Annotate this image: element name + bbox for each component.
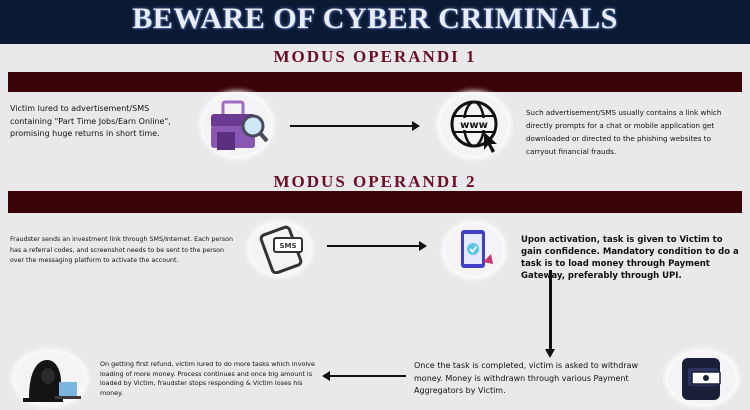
arrow-step1-to-step2 — [327, 241, 427, 251]
svg-text:SMS: SMS — [279, 242, 296, 250]
section1-left-text: Victim lured to advertisement/SMS contai… — [10, 104, 171, 138]
arrow-step2-to-step3 — [545, 270, 555, 358]
section1-right-text: Such advertisement/SMS usually contains … — [526, 108, 722, 156]
svg-text:www: www — [460, 120, 488, 131]
sms-phone-icon: SMS — [250, 224, 310, 275]
step1-text: Fraudster sends an investment link throu… — [10, 236, 233, 264]
step2-text: Upon activation, task is given to Victim… — [521, 235, 739, 281]
hooded-hacker-icon — [15, 352, 85, 404]
tablet-checkmark-icon — [445, 224, 503, 276]
page-title: BEWARE OF CYBER CRIMINALS — [132, 2, 618, 35]
section2-title: MODUS OPERANDI 2 — [273, 172, 477, 191]
arrow-section1 — [290, 121, 420, 131]
briefcase-magnifier-icon — [203, 94, 271, 156]
section2-bar — [8, 191, 742, 213]
header-banner — [0, 0, 750, 44]
step3-text: Once the task is completed, victim is as… — [414, 361, 639, 395]
mobile-money-icon — [668, 352, 736, 404]
www-globe-cursor-icon: www — [440, 94, 508, 156]
section1-bar — [8, 72, 742, 92]
step4-text: On getting first refund, victim lured to… — [100, 360, 315, 397]
section1-title: MODUS OPERANDI 1 — [273, 47, 477, 66]
arrow-step3-to-step4 — [322, 371, 406, 381]
